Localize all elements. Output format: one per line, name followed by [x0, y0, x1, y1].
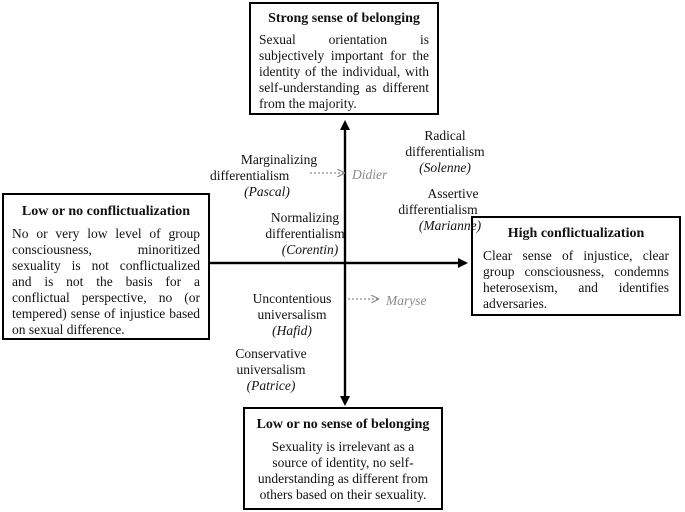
label-uncontentious-universalism: Uncontentious universalism (Hafid) — [237, 291, 347, 339]
box-title: High conflictualization — [507, 226, 645, 241]
mover-maryse: Maryse — [386, 293, 427, 308]
box-low-conflictualization: Low or no conflictualization No or very … — [2, 193, 210, 340]
person-patrice: (Patrice) — [246, 378, 296, 393]
box-body: Sexuality is irrelevant as a source of i… — [257, 439, 429, 502]
label-assertive-differentialism: Assertive differentialism (Marianne) — [378, 186, 498, 234]
person-solenne: (Solenne) — [419, 160, 471, 175]
label-radical-differentialism: Radical differentialism (Solenne) — [390, 128, 500, 176]
box-body: Clear sense of injustice, clear group co… — [483, 248, 669, 311]
label-marginalizing-differentialism: Marginalizing differentialism (Pascal) — [210, 152, 334, 200]
mover-didier: Didier — [352, 167, 388, 182]
box-strong-belonging: Strong sense of belonging Sexual orienta… — [249, 2, 439, 115]
box-title: Strong sense of belonging — [268, 11, 420, 26]
person-corentin: (Corentin) — [281, 242, 339, 257]
person-pascal: (Pascal) — [244, 184, 290, 199]
box-title: Low or no conflictualization — [21, 204, 191, 219]
person-hafid: (Hafid) — [272, 323, 312, 338]
box-title: Low or no sense of belonging — [256, 417, 430, 432]
label-normalizing-differentialism: Normalizing differentialism (Corentin) — [250, 210, 360, 258]
person-marianne: (Marianne) — [418, 218, 482, 233]
label-conservative-universalism: Conservative universalism (Patrice) — [216, 346, 326, 394]
box-high-conflictualization: High conflictualization Clear sense of i… — [471, 216, 681, 316]
box-body: Sexual orientation is subjectively impor… — [259, 32, 429, 111]
box-body: No or very low level of group consciousn… — [12, 226, 200, 337]
box-low-belonging: Low or no sense of belonging Sexuality i… — [243, 407, 443, 510]
